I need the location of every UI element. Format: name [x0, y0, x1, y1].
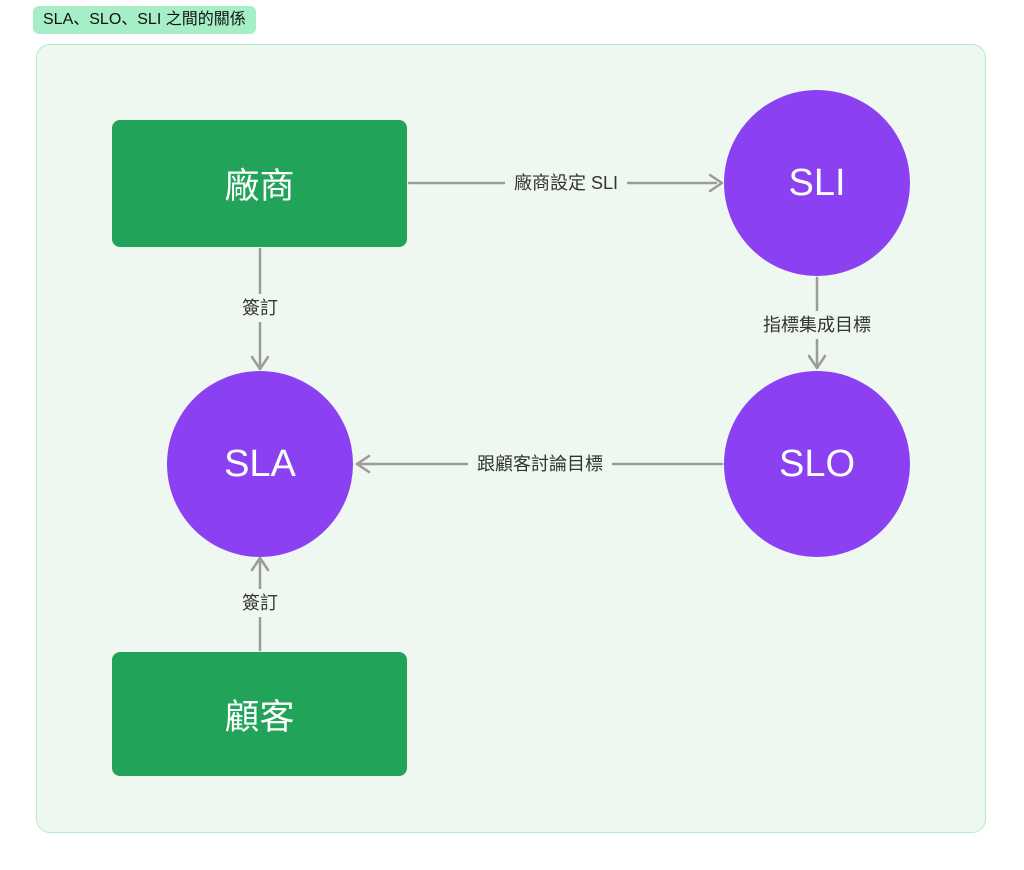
edge-label-vendor-sla: 簽訂 [233, 294, 287, 322]
diagram-title-badge: SLA、SLO、SLI 之間的關係 [33, 6, 256, 34]
edge-label-slo-sla: 跟顧客討論目標 [468, 450, 612, 478]
node-sla: SLA [167, 371, 353, 557]
node-customer: 顧客 [112, 652, 407, 776]
edge-label-customer-sla: 簽訂 [233, 589, 287, 617]
node-slo: SLO [724, 371, 910, 557]
node-sli: SLI [724, 90, 910, 276]
edge-label-sli-slo: 指標集成目標 [754, 311, 880, 339]
node-vendor: 廠商 [112, 120, 407, 247]
edge-label-vendor-sli: 廠商設定 SLI [504, 169, 628, 197]
